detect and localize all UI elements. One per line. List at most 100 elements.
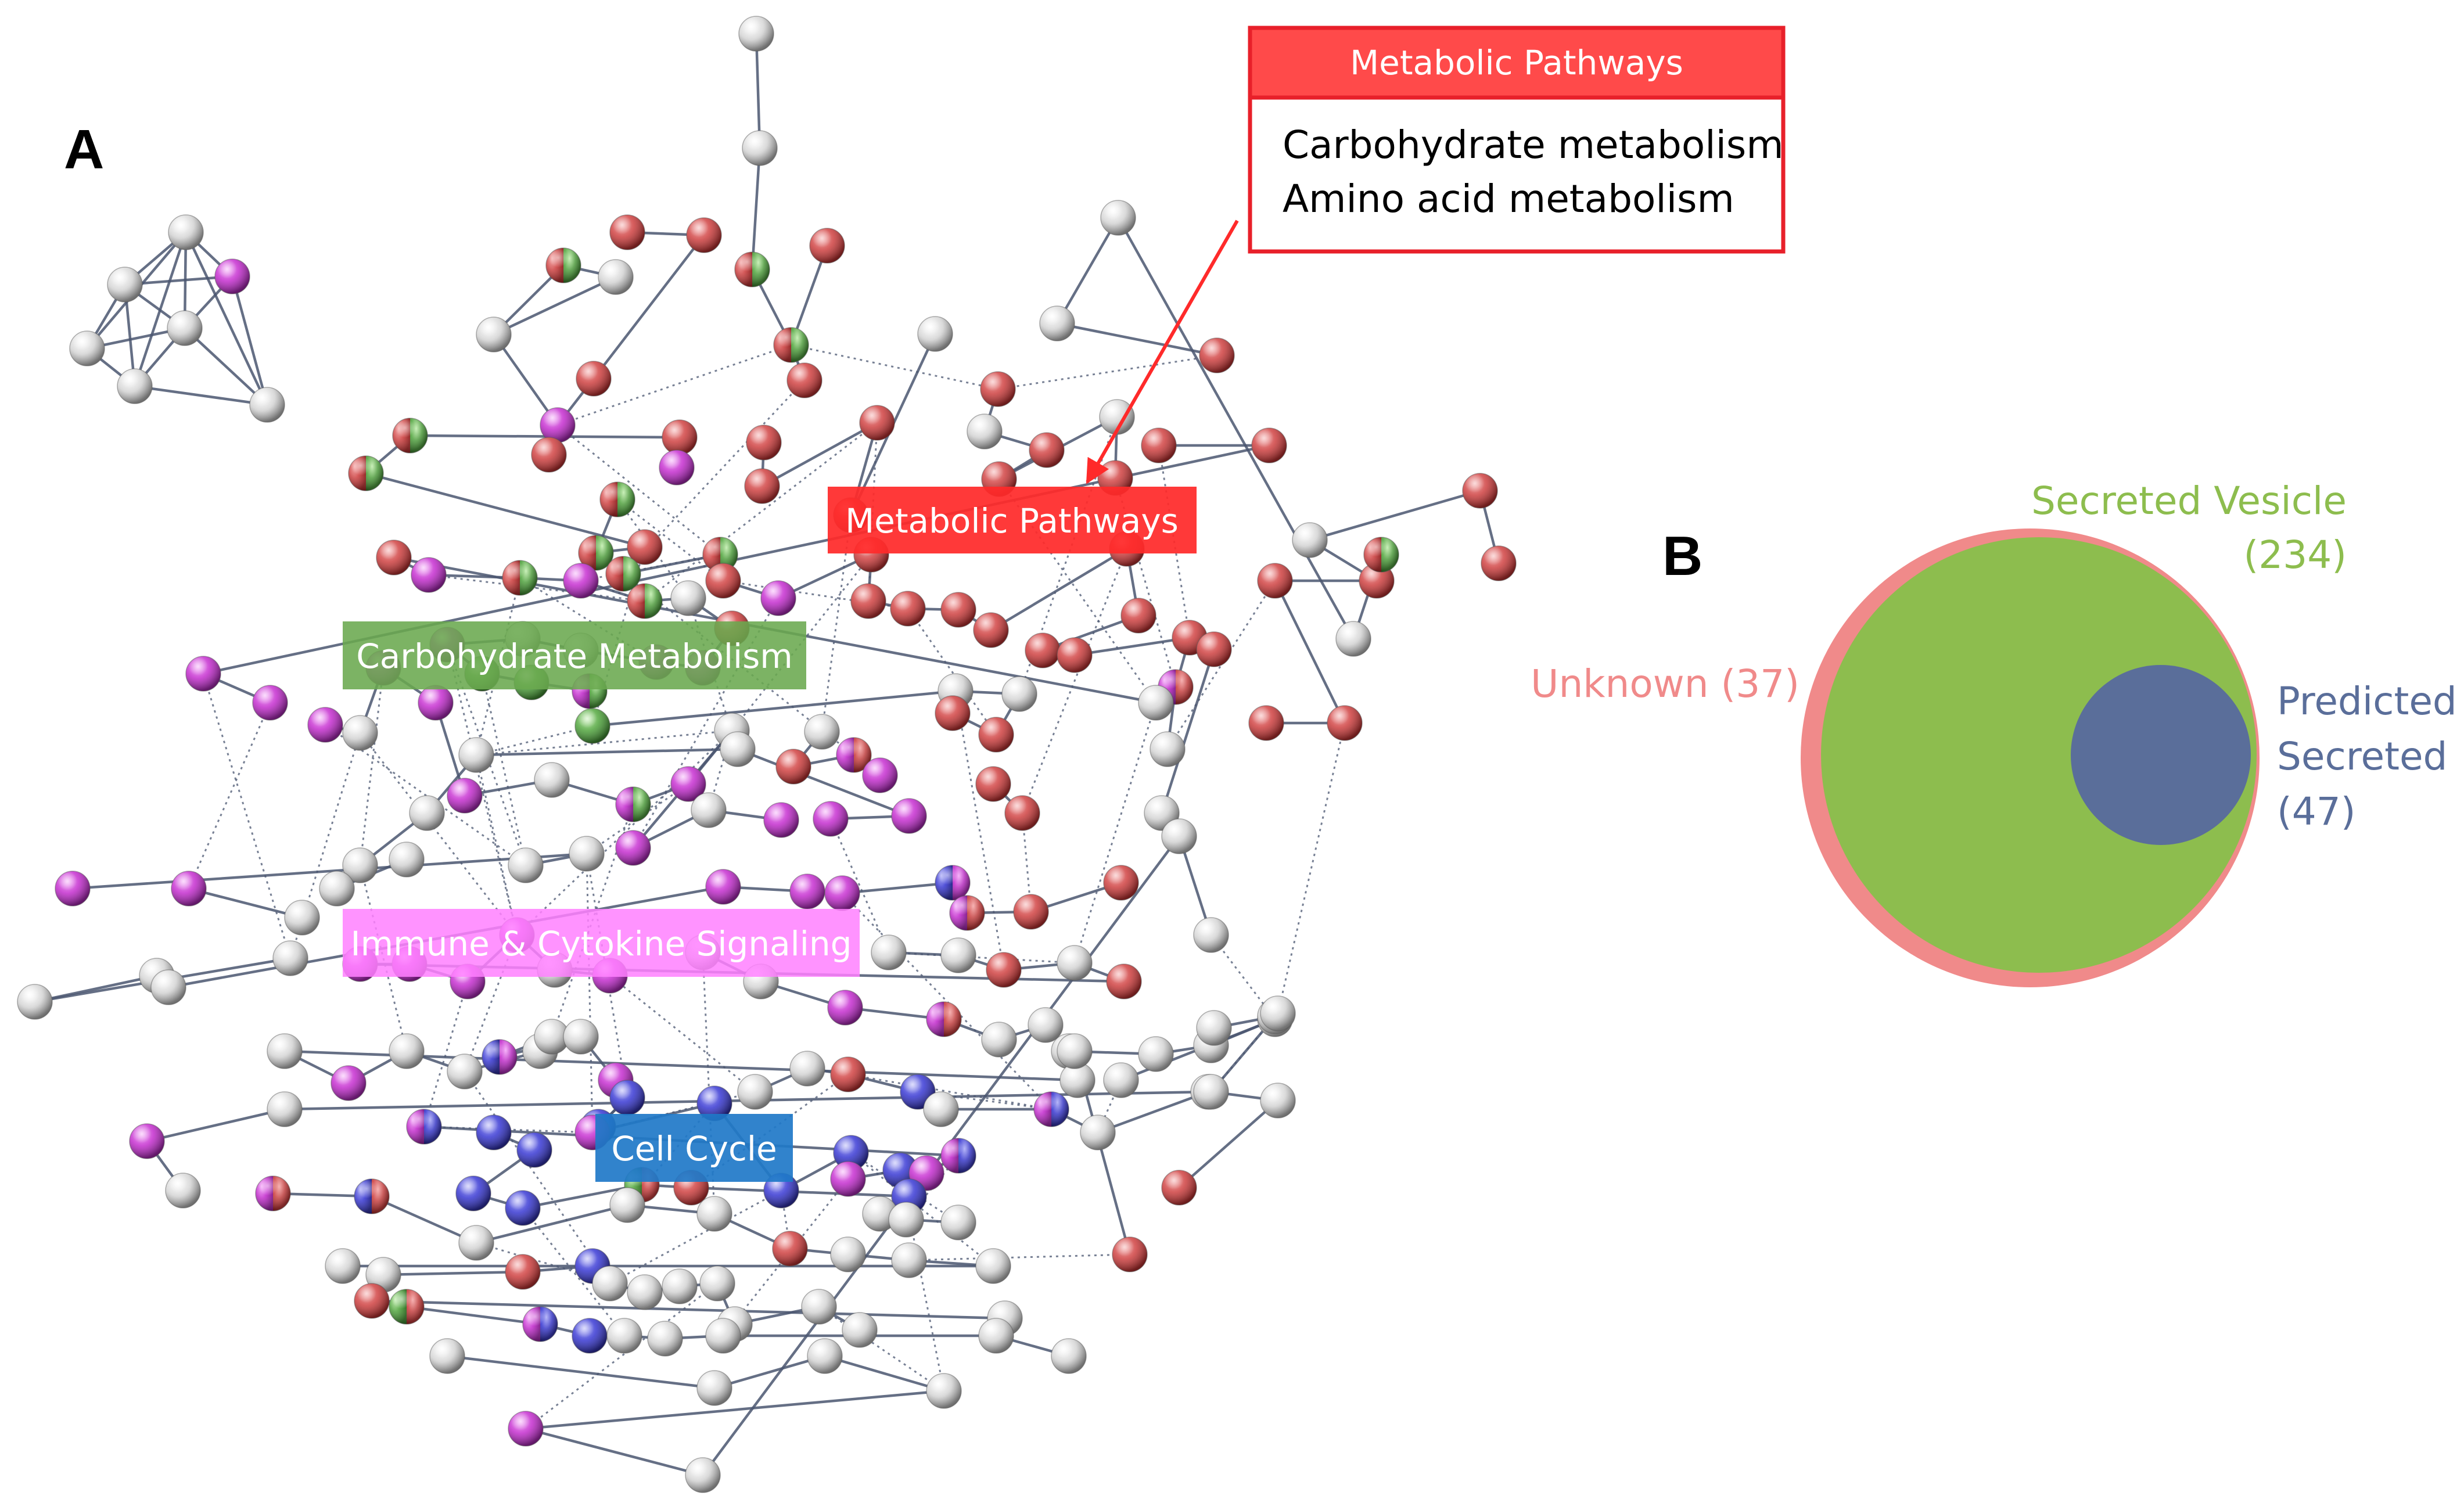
network-node (508, 847, 544, 883)
network-node (348, 455, 384, 491)
network-node (1260, 1083, 1296, 1119)
network-node (1057, 945, 1093, 981)
network-edge (365, 472, 645, 549)
network-node (967, 413, 1003, 450)
network-node (1057, 1033, 1093, 1069)
network-node (267, 1033, 303, 1069)
network-node (545, 247, 581, 283)
network-node (786, 362, 822, 398)
network-node (830, 1236, 866, 1272)
network-node (760, 580, 796, 616)
network-node (833, 1135, 869, 1171)
cluster-label-immune: Immune & Cytokine Signaling (343, 909, 860, 977)
network-edge (146, 1108, 285, 1143)
venn-predicted-label-line2: Secreted (2277, 734, 2447, 779)
network-edge (821, 515, 852, 732)
network-node (563, 563, 599, 599)
network-edge (557, 344, 792, 426)
network-node (534, 1019, 570, 1055)
network-edge (525, 1389, 944, 1430)
network-edge (202, 673, 292, 959)
network-node (696, 1370, 732, 1406)
network-node (975, 1248, 1011, 1284)
network-edge (428, 574, 645, 602)
network-node (516, 1132, 552, 1168)
network-node (447, 778, 483, 814)
network-node (1059, 1062, 1095, 1098)
network-node (1257, 563, 1293, 599)
callout-title: Metabolic Pathways (1350, 43, 1683, 82)
network-node (890, 591, 926, 627)
cluster-label-immune-text: Immune & Cytokine Signaling (351, 924, 852, 963)
network-node (168, 214, 204, 250)
network-node (17, 984, 53, 1020)
network-node (775, 749, 811, 785)
network-node (662, 419, 698, 455)
network-node (1099, 399, 1135, 435)
network-edge (586, 783, 689, 855)
network-edge (188, 887, 303, 919)
network-node (1013, 894, 1049, 930)
network-node (354, 1283, 390, 1319)
network-edge (841, 892, 1053, 1110)
network-node (940, 937, 976, 973)
network-edge (592, 689, 956, 728)
network-node (540, 407, 576, 443)
network-edge (907, 608, 997, 735)
network-node (534, 762, 570, 798)
network-edge (750, 148, 762, 270)
network-node (55, 871, 91, 907)
network-edge (124, 275, 233, 286)
network-edge (847, 1073, 1052, 1110)
network-node (659, 450, 695, 486)
network-node (763, 802, 799, 838)
network-edge (990, 548, 1128, 631)
network-node (627, 1274, 663, 1310)
network-edge (383, 1270, 523, 1277)
network-edge (476, 725, 593, 756)
network-edge (702, 952, 716, 1214)
network-node (789, 1051, 825, 1087)
network-node (505, 1190, 541, 1226)
network-node (598, 259, 634, 295)
network-node (1462, 473, 1498, 509)
network-node (940, 1138, 976, 1174)
network-node (1161, 1170, 1197, 1206)
network-node (331, 1065, 367, 1101)
network-node (531, 437, 567, 473)
network-edge (1074, 636, 1190, 657)
network-edge (34, 974, 157, 1004)
network-edge (525, 1427, 703, 1477)
network-node (738, 16, 774, 52)
panel-b-letter: B (1662, 525, 1702, 587)
network-node (389, 1033, 425, 1069)
network-node (705, 869, 741, 905)
network-node (455, 1175, 491, 1211)
network-node (1359, 563, 1395, 599)
network-node (1481, 545, 1517, 581)
network-edge (359, 667, 385, 866)
network-node (411, 557, 447, 593)
network-node (150, 969, 186, 1005)
network-edge (231, 276, 269, 405)
network-node (69, 330, 105, 366)
network-edge (616, 499, 689, 599)
network-node (609, 1080, 645, 1116)
network-edge (761, 422, 878, 487)
network-edge (406, 1305, 541, 1326)
network-node (605, 556, 641, 592)
network-edge (184, 232, 269, 405)
protein-interaction-network (17, 16, 1517, 1493)
network-node (702, 537, 738, 573)
network-node (267, 1091, 303, 1127)
network-node (171, 871, 207, 907)
network-node (986, 952, 1022, 988)
network-node (746, 425, 782, 461)
network-edge (72, 852, 587, 890)
network-node (935, 865, 971, 901)
network-node (342, 847, 378, 883)
cluster-label-cell-cycle: Cell Cycle (595, 1114, 793, 1182)
network-node (615, 830, 651, 866)
venn-predicted-secreted-circle (2071, 665, 2251, 845)
